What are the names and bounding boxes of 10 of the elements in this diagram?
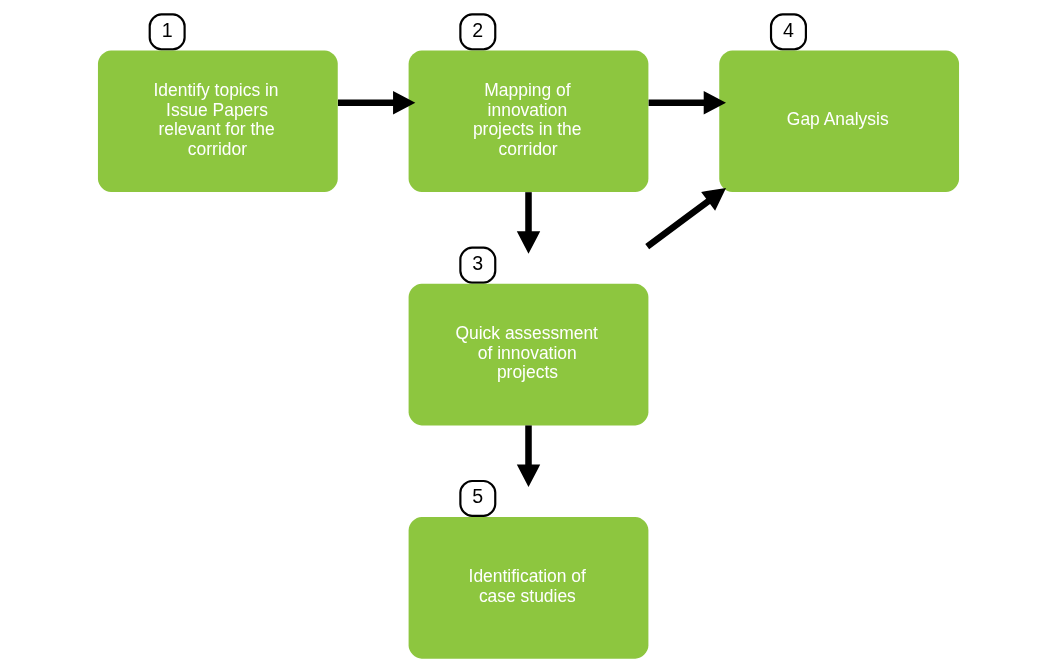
arrow: [337, 90, 415, 114]
arrow: [516, 424, 540, 487]
arrow: [644, 187, 726, 249]
node-label: 2: [471, 18, 483, 41]
node-label: 5: [471, 484, 483, 507]
node-label: 1: [161, 18, 173, 41]
arrow: [648, 90, 726, 114]
arrow: [516, 191, 540, 254]
node-label: 4: [782, 18, 794, 41]
node-label: 3: [471, 251, 483, 274]
